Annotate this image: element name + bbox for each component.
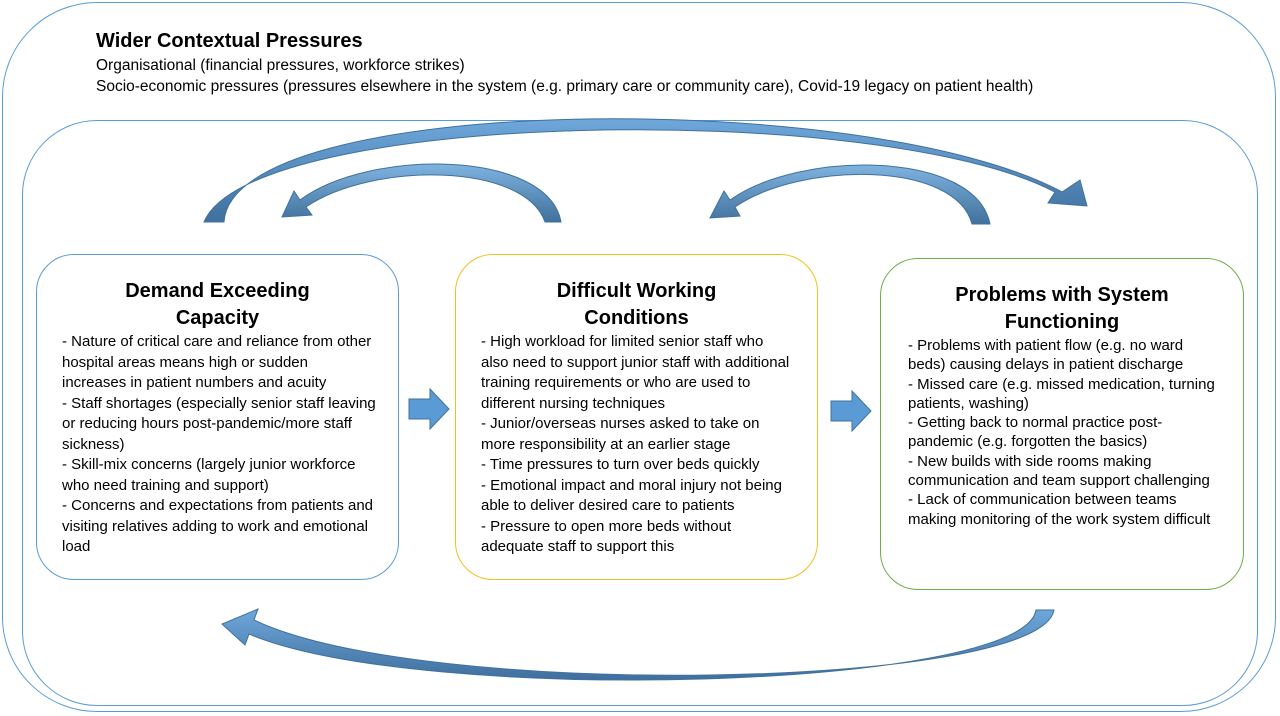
- demand-box-title: Demand Exceeding Capacity: [37, 278, 398, 332]
- list-item: - Junior/overseas nurses asked to take o…: [481, 415, 760, 453]
- flow-arrow-working-to-system: [830, 389, 872, 433]
- system-items: - Problems with patient flow (e.g. no wa…: [881, 336, 1243, 529]
- feedback-arrow-system-to-working: [709, 164, 991, 225]
- working-items: - High workload for limited senior staff…: [456, 332, 817, 558]
- context-title: Wider Contextual Pressures: [96, 30, 363, 52]
- feedback-arrow-system-to-demand: [221, 608, 1055, 681]
- context-line-socio-economic: Socio-economic pressures (pressures else…: [96, 78, 1034, 95]
- contextual-pressures-section: Wider Contextual Pressures Organisationa…: [96, 28, 1033, 97]
- list-item: - Skill-mix concerns (largely junior wor…: [62, 456, 356, 494]
- system-title-line-2: Functioning: [1004, 311, 1120, 333]
- system-box-title: Problems with System Functioning: [881, 282, 1243, 336]
- list-item: - New builds with side rooms making comm…: [908, 452, 1210, 490]
- demand-items: - Nature of critical care and reliance f…: [37, 332, 398, 558]
- problems-with-system-functioning-box: Problems with System Functioning - Probl…: [880, 258, 1244, 590]
- flow-arrow-demand-to-working: [408, 387, 450, 431]
- context-line-organisational: Organisational (financial pressures, wor…: [96, 57, 465, 74]
- list-item: - Time pressures to turn over beds quick…: [481, 456, 760, 473]
- list-item: - Emotional impact and moral injury not …: [481, 476, 782, 515]
- list-item: - Pressure to open more beds without ade…: [481, 517, 732, 556]
- list-item: - Staff shortages (especially senior sta…: [62, 394, 376, 453]
- list-item: - Missed care (e.g. missed medication, t…: [908, 375, 1215, 412]
- list-item: - Lack of communication between teams ma…: [908, 491, 1211, 528]
- working-box-title: Difficult Working Conditions: [456, 278, 817, 332]
- list-item: - Nature of critical care and reliance f…: [62, 333, 372, 391]
- demand-exceeding-capacity-box: Demand Exceeding Capacity - Nature of cr…: [36, 254, 399, 580]
- feedback-arrow-working-to-demand: [281, 163, 562, 223]
- list-item: - Concerns and expectations from patient…: [62, 497, 374, 555]
- system-title-line-1: Problems with System: [955, 284, 1169, 306]
- list-item: - High workload for limited senior staff…: [481, 333, 790, 412]
- feedback-arrow-demand-to-system: [203, 118, 1088, 223]
- demand-title-line-2: Capacity: [175, 307, 260, 329]
- working-title-line-2: Conditions: [584, 307, 689, 329]
- list-item: - Getting back to normal practice post-p…: [908, 414, 1163, 451]
- difficult-working-conditions-box: Difficult Working Conditions - High work…: [455, 254, 818, 580]
- demand-title-line-1: Demand Exceeding: [125, 280, 310, 302]
- working-title-line-1: Difficult Working: [556, 280, 717, 302]
- list-item: - Problems with patient flow (e.g. no wa…: [908, 337, 1184, 374]
